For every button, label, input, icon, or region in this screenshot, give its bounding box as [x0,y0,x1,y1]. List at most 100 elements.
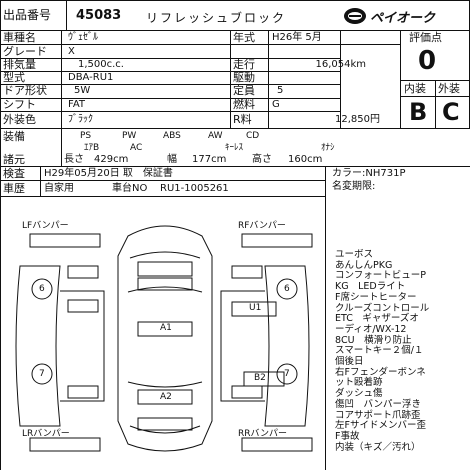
note-line: KG LEDライト [335,281,406,293]
width-label: 幅 [167,154,177,165]
note-line: F席シートヒーター [335,291,417,303]
drive-label: 駆動 [233,71,255,84]
interior-grade: B [409,98,428,126]
grade: X [68,46,75,57]
rule [0,111,340,112]
damage-mark: 7 [284,369,290,379]
rule [0,58,340,59]
inspection-label: 検査 [3,167,25,180]
note-line: 傷凹 バンパー浮き [335,398,421,410]
equipment-item: AC [130,143,143,153]
lot-number: 45083 [76,8,122,23]
recycle-fee-label: R料 [233,113,252,126]
note-line: コアサポート爪跡歪 [335,409,421,421]
mileage: 16,054km [315,59,366,70]
equipment-item: PW [122,131,137,141]
equipment-item: ｴｱB [84,143,100,153]
rr-bumper-label: RRバンパー [238,429,287,439]
note-line: 個後日 [335,356,364,368]
note-line: スマートキー２個/１ [335,345,424,357]
rule [0,30,470,31]
note-line: クルーズコントロール [335,302,430,314]
rule [268,30,269,128]
overall-score: 0 [418,46,437,76]
rule [0,166,470,167]
length: 429cm [94,154,129,165]
rule [0,71,340,72]
border-left [0,0,1,470]
fuel-label: 燃料 [233,98,255,111]
damage-mark: B2 [254,373,266,383]
shift-label: シフト [3,98,36,111]
company-name: ペイオーク [370,11,436,26]
rule [435,80,436,128]
color-code: カラー:NH731P [332,168,406,179]
score-label: 評価点 [409,31,442,44]
specs-label: 諸元 [3,153,25,166]
rule [0,84,340,85]
note-line: 内装（キズ／汚れ） [335,441,421,453]
note-line: コンフォートビューP [335,270,426,282]
exterior-label: 外装 [438,82,460,95]
damage-mark: 6 [284,284,290,294]
note-line: 左Fサイドメンバー歪 [335,420,426,432]
logo-mark-icon [344,8,366,24]
capacity-label: 定員 [233,84,255,97]
width: 177cm [192,154,227,165]
note-line: ーディオ/WX-12 [335,323,407,335]
recycle-fee: 12,850円 [335,114,380,125]
equipment-item: ｵﾅｼ [321,143,335,153]
rule [0,98,340,99]
damage-mark: 6 [39,284,45,294]
equipment-item: ｷｰﾚｽ [225,143,244,153]
note-line: 8CU 横滑り防止 [335,334,412,346]
rule [325,166,326,470]
year: H26年 5月 [272,32,322,43]
rule [0,180,325,181]
model-code: DBA-RU1 [68,72,114,83]
name-change-deadline: 名変期限: [332,181,376,192]
exterior-color-label: 外装色 [3,113,36,126]
rule [66,0,67,30]
door-type: 5W [74,85,91,96]
car-damage-diagram [15,225,313,452]
door-type-label: ドア形状 [3,84,47,97]
note-line: あんしんPKG [335,259,393,271]
chassis-label: 車台NO [112,183,148,194]
equipment-item: PS [80,131,92,141]
note-line: ット殴着跡 [335,377,383,389]
note-line: ユーボス [335,249,374,260]
rf-bumper-label: RFバンパー [238,221,286,231]
equipment-item: CD [246,131,260,141]
rule [0,196,325,197]
rule [340,30,341,128]
note-line: ETC ギャザーズオ [335,313,419,325]
height-label: 高さ [252,154,272,165]
border-top [0,0,470,1]
displacement: 1,500c.c. [78,59,124,70]
shift: FAT [68,99,86,110]
height: 160cm [288,154,323,165]
note-line: F事故 [335,430,360,442]
lot-number-label: 出品番号 [3,8,52,22]
displacement-label: 排気量 [3,58,36,71]
capacity: 5 [277,85,284,96]
rule [400,30,401,128]
rule [61,30,62,166]
equipment-item: AW [208,131,223,141]
damage-mark: 7 [39,369,45,379]
exterior-grade: C [442,98,460,126]
rule [40,166,41,196]
year-label: 年式 [233,31,255,44]
inspection-date: H29年05月20日 取 保証書 [44,168,173,179]
model-name: ｳﾞｪｾﾞﾙ [68,32,98,43]
exterior-color: ﾌﾞﾗｯｸ [68,114,93,125]
rule [0,128,470,129]
fuel: G [272,99,280,110]
grade-label: グレード [3,45,47,58]
damage-mark: A1 [160,323,172,333]
block-title: リフレッシュブロック [146,11,287,25]
model-code-label: 型式 [3,71,25,84]
equipment-item: ABS [163,131,181,141]
lf-bumper-label: LFバンパー [22,221,69,231]
